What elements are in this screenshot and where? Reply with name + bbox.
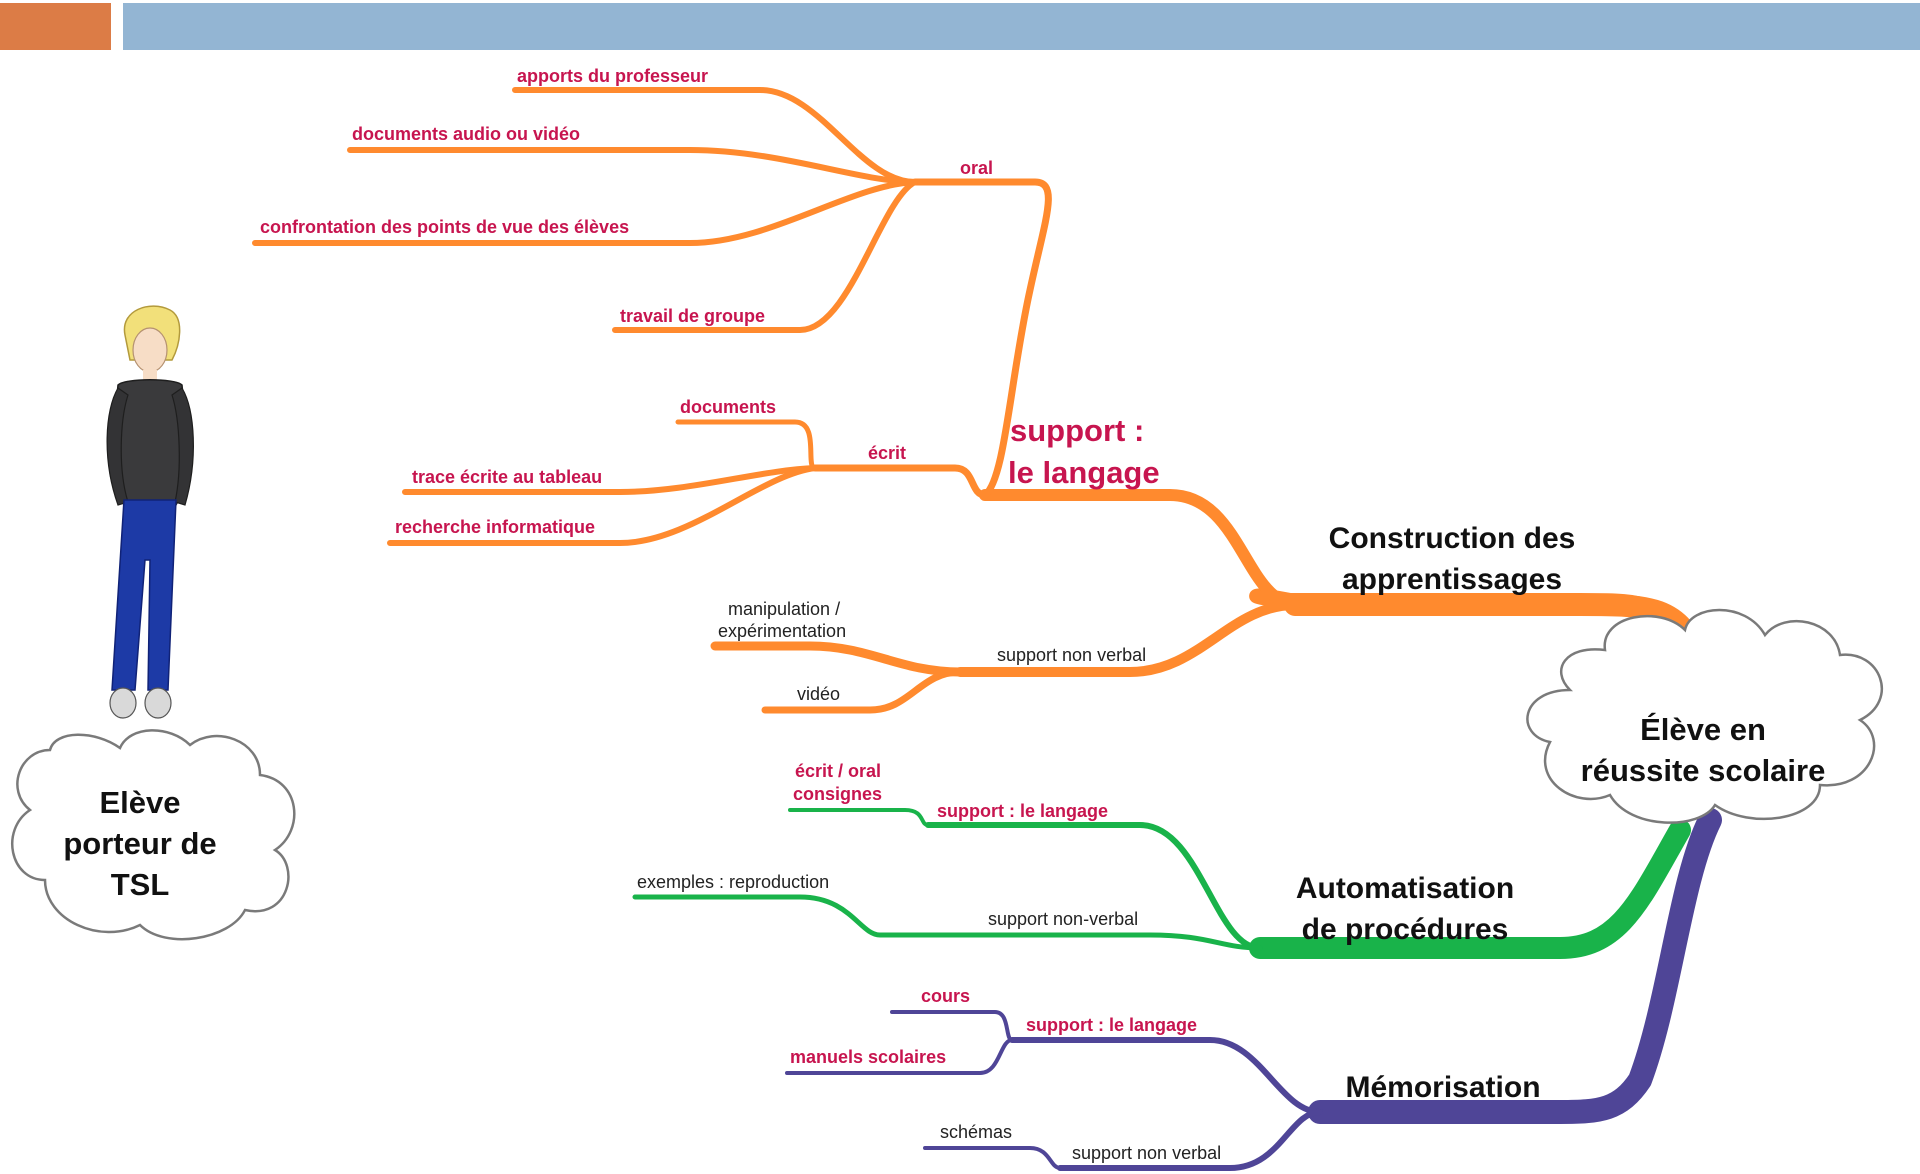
construction-label-line1: Construction des [1329,522,1576,555]
student-node-line3: TSL [111,867,170,902]
memorisation-langage-item-2: manuels scolaires [790,1047,946,1067]
memorisation-langage-leaf-2 [785,1038,1014,1075]
non-verbal-leaf-1 [710,641,965,677]
oral-leaf-4 [612,179,918,333]
oral-leaf-3 [252,179,918,246]
ecrit-label: écrit [868,443,906,463]
central-node-line2: réussite scolaire [1581,753,1826,788]
memorisation-langage-leaf-1 [890,1010,1014,1042]
memorisation-non-verbal-branch [1057,1109,1323,1171]
automatisation-label-line2: de procédures [1302,913,1509,946]
student-node-line2: porteur de [63,826,216,861]
automatisation-langage-item-2: consignes [793,784,882,804]
non-verbal-item-1a: manipulation / [728,599,840,619]
oral-item-3: confrontation des points de vue des élèv… [260,217,629,237]
oral-leaf-1 [512,87,918,185]
automatisation-trunk [1249,819,1691,959]
oral-label: oral [960,158,993,178]
automatisation-non-verbal-label: support non-verbal [988,909,1138,929]
memorisation-label: Mémorisation [1345,1071,1540,1104]
automatisation-langage-branch [925,822,1263,951]
memorisation-non-verbal-label: support non verbal [1072,1143,1221,1163]
student-cloud [11,729,296,941]
central-node-line1: Élève en [1640,712,1766,747]
ecrit-leaf-2 [402,465,818,495]
oral-leaf-2 [347,147,918,185]
memorisation-langage-item-1: cours [921,986,970,1006]
ecrit-item-3: recherche informatique [395,517,595,537]
automatisation-langage-leaf [788,808,930,827]
non-verbal-item-2: vidéo [797,684,840,704]
support-langage-line1: support : [1010,413,1144,448]
memorisation-non-verbal-leaf [923,1146,1062,1170]
ecrit-item-1: documents [680,397,776,417]
memorisation-non-verbal-item: schémas [940,1122,1012,1142]
header-accent-bar [0,3,111,50]
ecrit-leaf-3 [387,465,818,546]
non-verbal-item-1b: expérimentation [718,621,846,641]
memorisation-langage-label: support : le langage [1026,1015,1197,1035]
ecrit-item-2: trace écrite au tableau [412,467,602,487]
memorisation-trunk [1308,808,1722,1124]
automatisation-non-verbal-item: exemples : reproduction [637,872,829,892]
ecrit-leaf-1 [675,419,818,471]
automatisation-non-verbal-branch [632,894,1263,951]
memorisation-langage-branch [1009,1037,1323,1115]
automatisation-langage-item-1: écrit / oral [795,761,881,781]
construction-label-line2: apprentissages [1342,563,1562,596]
student-illustration [106,305,194,719]
oral-item-4: travail de groupe [620,306,765,326]
ecrit-connector [811,464,989,499]
oral-connector [911,178,1052,499]
automatisation-branch-group [632,808,1691,959]
automatisation-langage-label: support : le langage [937,801,1108,821]
student-node-line1: Elève [99,785,180,820]
header-title-bar [123,3,1920,50]
central-cloud [1526,608,1883,824]
memorisation-branch-group [785,808,1722,1171]
support-langage-line2: le langage [1008,455,1160,490]
non-verbal-leaf-2 [761,668,964,714]
oral-item-1: apports du professeur [517,66,708,86]
langage-branch [979,489,1301,611]
non-verbal-branch [955,600,1300,677]
construction-branch-group [252,87,1711,714]
non-verbal-label: support non verbal [997,645,1146,665]
automatisation-label-line1: Automatisation [1296,872,1514,905]
oral-item-2: documents audio ou vidéo [352,124,580,144]
